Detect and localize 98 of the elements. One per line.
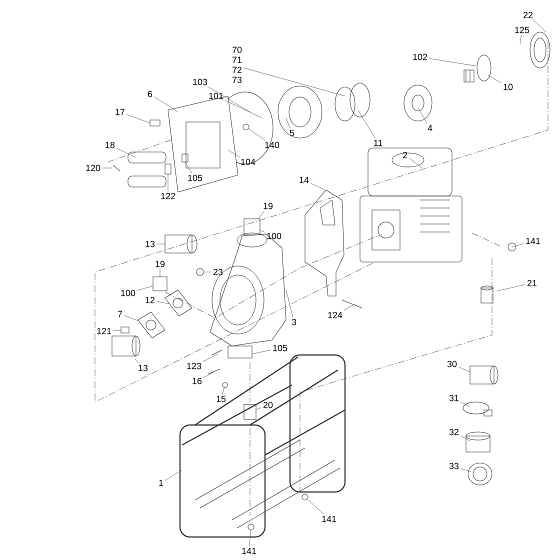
leader-line	[418, 108, 428, 124]
callout-number: 2	[402, 152, 408, 158]
leader-line	[460, 468, 472, 472]
callout-number: 14	[300, 176, 309, 184]
callout-number: 141	[242, 548, 256, 554]
leader-line	[310, 183, 325, 190]
callout-number: 18	[106, 142, 115, 148]
callout-number-stack: 70 71 72 73	[232, 46, 242, 84]
leader-line	[244, 68, 346, 96]
callout-number: 123	[187, 362, 202, 370]
screw	[120, 326, 130, 334]
leader-line	[512, 243, 524, 248]
leader-line	[460, 402, 470, 408]
callout-number: 19	[264, 202, 273, 210]
leader-line	[358, 110, 376, 138]
leader-line	[126, 114, 150, 124]
leader-line	[258, 210, 264, 219]
leader-line	[252, 350, 271, 354]
callout-number: 15	[216, 396, 226, 402]
callout-number: 125	[515, 26, 530, 34]
plug	[244, 404, 256, 420]
leader-line	[256, 407, 262, 410]
leader-line	[154, 96, 178, 112]
leader-line	[307, 499, 324, 514]
nut	[248, 524, 254, 530]
callout-number: 13	[138, 364, 148, 372]
nut	[196, 268, 204, 276]
nut	[242, 124, 250, 130]
callout-number: 7	[118, 310, 122, 318]
callout-number: 11	[374, 140, 382, 146]
callout-number: 23	[213, 268, 223, 276]
callout-number: 31	[449, 394, 459, 402]
callout-number: 6	[148, 90, 152, 98]
callout-number: 30	[447, 360, 457, 368]
callout-number: 100	[121, 290, 136, 296]
leader-line	[460, 436, 470, 442]
plug	[152, 276, 168, 292]
leader-line	[496, 284, 526, 292]
callout-number: 3	[292, 318, 296, 326]
callout-number: 4	[428, 124, 432, 132]
leader-line	[225, 100, 262, 118]
callout-number: 105	[188, 174, 202, 182]
callout-number: 105	[273, 344, 288, 352]
leader-line	[124, 315, 140, 322]
callout-number: 140	[265, 142, 280, 148]
callout-number: 101	[209, 92, 224, 100]
callout-number: 121	[97, 328, 112, 334]
callout-number: 100	[267, 232, 282, 240]
leader-line	[222, 387, 224, 394]
callout-number: 20	[263, 402, 273, 408]
callout-number: 122	[161, 192, 176, 200]
callout-number: 5	[290, 130, 294, 136]
callout-number: 104	[241, 158, 256, 166]
callout-number: 1	[159, 480, 164, 486]
leader-line	[113, 330, 121, 331]
leader-line	[248, 128, 266, 140]
leader-line	[208, 86, 250, 112]
callout-number: 17	[116, 108, 125, 116]
callout-number: 32	[449, 428, 459, 436]
callout-number: 141	[526, 238, 540, 244]
leader-line	[228, 150, 240, 158]
callout-number: 13	[146, 240, 155, 248]
callout-number: 124	[328, 312, 342, 318]
leader-line	[134, 358, 139, 364]
callout-number: 19	[156, 260, 165, 268]
pump-body-drawing	[210, 232, 286, 346]
leader-line	[165, 470, 182, 481]
callout-number: 16	[192, 378, 202, 384]
plug	[244, 218, 260, 236]
leader-line	[286, 118, 290, 128]
bracket-drawing	[304, 190, 344, 296]
leader-line	[249, 530, 251, 546]
callout-number: 21	[527, 280, 537, 286]
callout-number: 33	[449, 462, 459, 470]
leader-line	[429, 58, 476, 66]
leader-line	[137, 286, 153, 291]
callout-number: 22	[523, 12, 533, 18]
callout-number: 120	[86, 164, 100, 172]
callout-number: 102	[413, 54, 428, 60]
callout-number: 12	[146, 296, 155, 304]
leader-line	[156, 301, 170, 304]
leader-line	[344, 304, 356, 310]
leader-line	[409, 158, 422, 168]
leader-line	[488, 74, 502, 84]
nut	[222, 382, 228, 388]
leader-line	[260, 230, 265, 232]
callout-number: 10	[504, 84, 513, 90]
leader-line	[204, 372, 214, 378]
leader-line	[184, 162, 192, 174]
leader-line	[203, 354, 218, 362]
callout-number: 141	[322, 516, 336, 522]
nut	[302, 494, 308, 500]
leader-line	[116, 148, 136, 158]
leader-line	[520, 34, 522, 44]
callout-number: 103	[193, 78, 208, 86]
leader-line	[532, 20, 546, 32]
leader-line	[458, 366, 470, 372]
leader-line	[286, 290, 293, 318]
